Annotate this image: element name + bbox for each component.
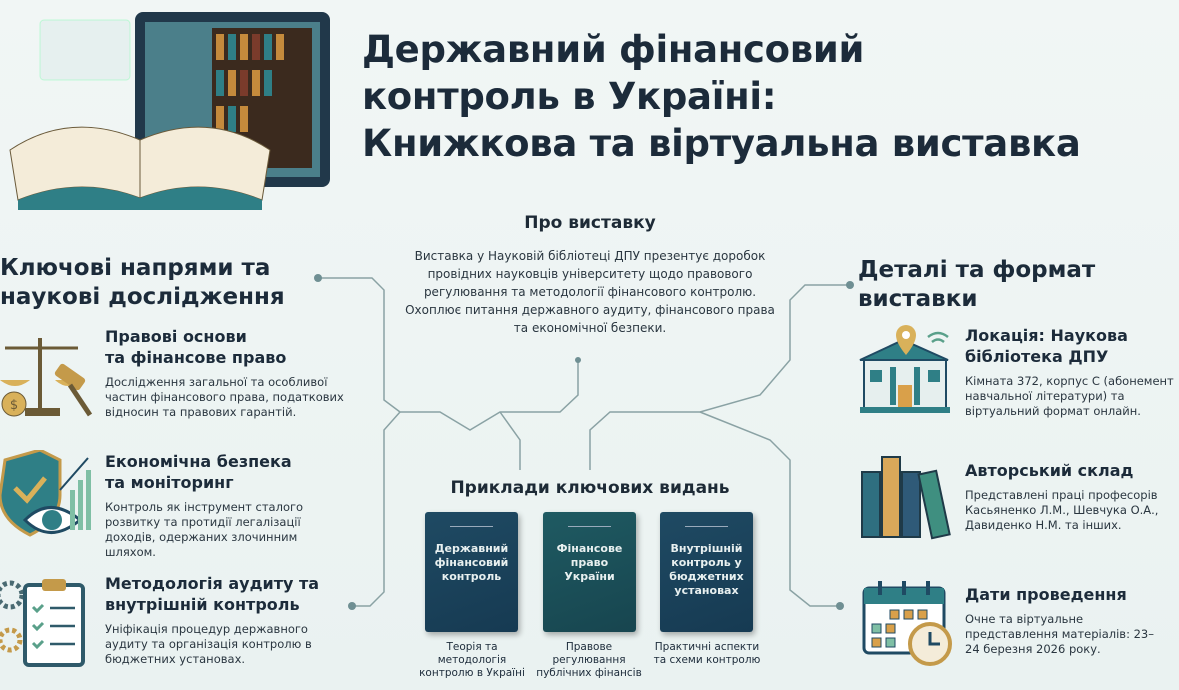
left-item-security: Економічна безпека та моніторинг Контрол… — [105, 451, 350, 560]
left-item-legal: Правові основи та фінансове право Дослід… — [105, 326, 355, 420]
heading-line: Ключові напрями та — [0, 255, 271, 281]
books-heading: Приклади ключових видань — [450, 478, 730, 498]
title-line: контроль в Україні: — [362, 75, 777, 118]
svg-text:$: $ — [10, 398, 18, 413]
book-cover[interactable]: Внутрішній контроль у бюджетних установа… — [660, 512, 753, 632]
heading-line: виставки — [858, 286, 978, 312]
item-text: Дослідження загальної та особливої части… — [105, 375, 344, 419]
right-heading: Деталі та формат виставки — [858, 256, 1095, 314]
title-line: Книжкова та віртуальна виставка — [362, 122, 1081, 165]
about-heading: Про виставку — [524, 213, 656, 233]
item-text: Контроль як інструмент сталого розвитку … — [105, 500, 304, 559]
item-title: Економічна безпека — [105, 452, 292, 471]
books-icon — [861, 456, 951, 540]
book-caption: Теорія та методологія контролю в Україні — [419, 641, 525, 679]
book-caption: Практичні аспекти та схеми контролю — [653, 641, 761, 666]
title-line: Державний фінансовий — [362, 28, 865, 71]
book-title: Державний фінансовий контроль — [434, 542, 509, 583]
heading-line: Деталі та формат — [858, 257, 1096, 283]
page-title: Державний фінансовий контроль в Україні:… — [362, 26, 1162, 167]
right-item-dates: Дати проведення Очне та віртуальне предс… — [965, 584, 1165, 657]
book-monitor-illustration — [9, 12, 330, 210]
item-title: внутрішній контроль — [105, 595, 300, 614]
left-heading: Ключові напрями та наукові дослідження — [0, 254, 285, 312]
item-text: Очне та віртуальне представлення матеріа… — [965, 612, 1155, 656]
item-title: та фінансове право — [105, 348, 287, 367]
item-text: Кімната 372, корпус С (абонемент навчаль… — [965, 374, 1174, 418]
clipboard-gears-icon — [0, 579, 85, 667]
item-text: Представлені праці професорів Касьяненко… — [965, 488, 1159, 532]
about-text: Виставка у Науковій бібліотеці ДПУ презе… — [405, 249, 775, 335]
item-title: Дати проведення — [965, 585, 1127, 604]
right-item-location: Локація: Наукова бібліотека ДПУ Кімната … — [965, 325, 1179, 419]
book-cover[interactable]: Фінансове право України — [543, 512, 636, 632]
item-title: Правові основи — [105, 327, 247, 346]
item-text: Уніфікація процедур державного аудиту та… — [105, 622, 312, 666]
left-item-audit: Методологія аудиту та внутрішній контрол… — [105, 573, 340, 667]
item-title: бібліотека ДПУ — [965, 347, 1109, 366]
scales-gavel-icon: $ — [0, 338, 93, 417]
right-item-authors: Авторський склад Представлені праці проф… — [965, 460, 1170, 533]
library-location-icon — [859, 325, 950, 413]
book-title: Фінансове право України — [556, 542, 623, 583]
item-title: Авторський склад — [965, 461, 1134, 480]
item-title: Методологія аудиту та — [105, 574, 320, 593]
item-title: та моніторинг — [105, 473, 234, 492]
shield-eye-icon — [0, 450, 91, 537]
book-title: Внутрішній контроль у бюджетних установа… — [669, 542, 744, 597]
book-cover[interactable]: Державний фінансовий контроль — [425, 512, 518, 632]
book-caption: Правове регулювання публічних фінансів — [536, 641, 642, 679]
item-title: Локація: Наукова — [965, 326, 1128, 345]
heading-line: наукові дослідження — [0, 284, 285, 310]
calendar-clock-icon — [862, 581, 952, 666]
